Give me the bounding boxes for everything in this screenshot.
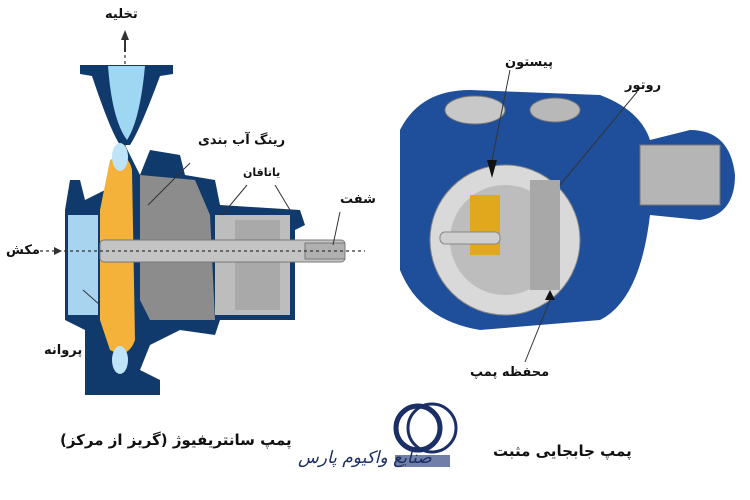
positive-displacement-pump-drawing — [400, 69, 735, 363]
label-shaft: شفت — [340, 192, 376, 207]
label-bearing: یاتاقان — [243, 166, 281, 179]
company-logo-text: صنایع واکیوم پارس — [298, 448, 432, 468]
centrifugal-pump-drawing — [40, 30, 365, 395]
label-impeller: پروانه — [44, 343, 83, 358]
label-suction: مکش — [6, 243, 40, 258]
label-discharge: تخلیه — [105, 7, 138, 22]
label-piston: پیستون — [505, 55, 553, 70]
label-pump-casing: محفظه پمپ — [470, 365, 550, 380]
caption-centrifugal-pump: پمپ سانتریفیوژ (گریز از مرکز) — [60, 431, 292, 449]
label-seal-ring: رینگ آب بندی — [198, 133, 286, 148]
label-rotor: روتور — [625, 78, 662, 93]
caption-positive-displacement-pump: پمپ جابجایی مثبت — [493, 442, 632, 460]
company-logo-mark — [393, 402, 458, 467]
